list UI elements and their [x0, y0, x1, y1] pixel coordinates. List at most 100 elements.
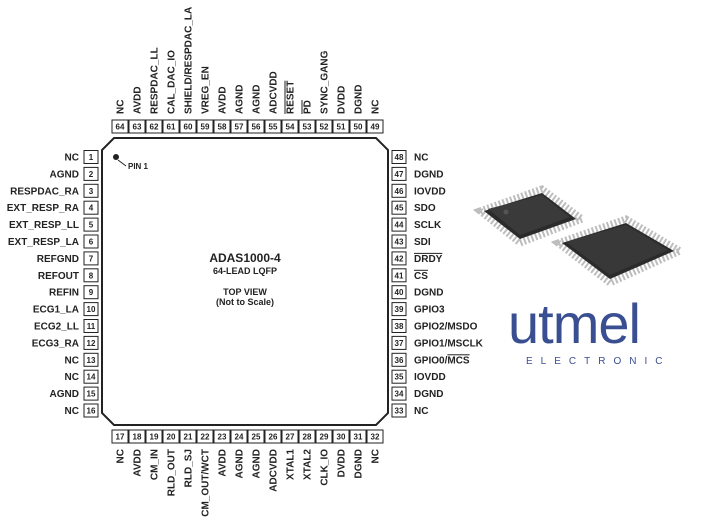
pin-number-57: 57	[235, 123, 244, 132]
pin-number-58: 58	[218, 123, 227, 132]
pin-number-41: 41	[395, 271, 404, 280]
pin-number-52: 52	[320, 123, 329, 132]
pin-box-25	[247, 429, 265, 444]
pin-number-40: 40	[395, 288, 404, 297]
pin-number-64: 64	[116, 123, 125, 132]
pin-box-49	[366, 119, 384, 134]
pin-box-55	[264, 119, 282, 134]
pin-number-48: 48	[395, 153, 404, 162]
part-number: ADAS1000-4	[209, 251, 281, 265]
pin-group: 1NC2AGND3RESPDAC_RA4EXT_RESP_RA5EXT_RESP…	[7, 7, 484, 517]
pin-box-32	[366, 429, 384, 444]
pin-box-36	[391, 352, 407, 367]
pin-number-61: 61	[167, 123, 176, 132]
pin-number-51: 51	[337, 123, 346, 132]
pin-label-32: NC	[371, 449, 382, 463]
pin-box-38	[391, 319, 407, 333]
pin-label-63: AVDD	[133, 86, 144, 114]
pin-number-35: 35	[395, 373, 404, 382]
pin-label-61: CAL_DAC_IO	[167, 50, 178, 114]
pin-number-10: 10	[87, 305, 96, 314]
pin-box-48	[391, 150, 407, 164]
pin-number-54: 54	[286, 123, 295, 132]
pin-number-55: 55	[269, 123, 278, 132]
pin-number-4: 4	[89, 204, 94, 213]
pin-number-3: 3	[89, 187, 94, 196]
pin-label-33: NC	[414, 406, 428, 417]
pin1-leader	[117, 159, 127, 167]
pin-number-60: 60	[184, 123, 193, 132]
pin-number-5: 5	[89, 221, 94, 230]
pin-box-19	[145, 429, 163, 444]
pin-label-17: NC	[116, 449, 127, 463]
pin-number-49: 49	[371, 123, 380, 132]
brand-name: utmel	[508, 292, 641, 355]
pin-box-6	[83, 234, 99, 249]
pin-label-9: REFIN	[49, 288, 79, 299]
pin-label-3: RESPDAC_RA	[10, 186, 79, 197]
pin-number-45: 45	[395, 204, 404, 213]
pin-box-13	[83, 352, 99, 367]
pin-number-11: 11	[87, 322, 96, 331]
pin-label-26: ADCVDD	[269, 449, 280, 492]
pin-label-13: NC	[65, 355, 79, 366]
chip-outline	[101, 137, 389, 426]
pin-box-33	[391, 403, 407, 418]
pin-number-46: 46	[395, 187, 404, 196]
pin-label-60: SHIELD/RESPDAC_LA	[184, 7, 195, 114]
pin-box-4	[83, 200, 99, 215]
pin-label-54: RESET	[286, 81, 297, 114]
pin-box-56	[247, 119, 265, 134]
pin-number-13: 13	[87, 356, 96, 365]
pin-number-18: 18	[133, 433, 142, 442]
pin-box-20	[162, 429, 180, 444]
pin-box-23	[213, 429, 231, 444]
pin-box-9	[83, 285, 99, 300]
pin-box-11	[83, 319, 99, 333]
pin-label-58: AVDD	[218, 86, 229, 114]
pin-label-47: DGND	[414, 169, 443, 180]
pin-label-57: AGND	[235, 85, 246, 114]
pin-label-7: REFGND	[37, 254, 79, 265]
pin-box-34	[391, 386, 407, 401]
pin-box-5	[83, 217, 99, 232]
pin-box-62	[145, 119, 163, 134]
pin-box-26	[264, 429, 282, 444]
pin-box-14	[83, 369, 99, 384]
pin-label-24: AGND	[235, 449, 246, 478]
pin-label-14: NC	[65, 372, 79, 383]
pin-number-22: 22	[201, 433, 210, 442]
pin-box-50	[349, 119, 367, 134]
pin-number-50: 50	[354, 123, 363, 132]
pin-label-52: SYNC_GANG	[320, 50, 331, 114]
pin-number-62: 62	[150, 123, 159, 132]
pin-label-12: ECG3_RA	[32, 338, 79, 349]
pin-box-28	[298, 429, 316, 444]
pin-box-42	[391, 251, 407, 266]
pin-label-8: REFOUT	[38, 271, 79, 282]
pin-label-20: RLD_OUT	[167, 449, 178, 496]
pin-box-29	[315, 429, 333, 444]
pin-number-34: 34	[395, 390, 404, 399]
pin-number-63: 63	[133, 123, 142, 132]
pin-label-36: GPIO0/MCS	[414, 355, 470, 366]
pin-label-18: AVDD	[133, 449, 144, 477]
pin-box-37	[391, 335, 407, 350]
pin-label-49: NC	[371, 100, 382, 114]
pin-box-16	[83, 403, 99, 418]
pin-box-40	[391, 285, 407, 300]
pin-box-58	[213, 119, 231, 134]
pin-box-52	[315, 119, 333, 134]
pin-label-37: GPIO1/MSCLK	[414, 338, 484, 349]
pin-box-59	[196, 119, 214, 134]
pin-box-61	[162, 119, 180, 134]
pin-number-32: 32	[371, 433, 380, 442]
pin-label-4: EXT_RESP_RA	[7, 203, 79, 214]
pin-label-45: SDO	[414, 203, 436, 214]
pin-label-46: IOVDD	[414, 186, 446, 197]
pin-label-1: NC	[65, 153, 79, 164]
pin-label-2: AGND	[50, 169, 79, 180]
chip-photo-right	[550, 215, 688, 288]
pin-box-51	[332, 119, 350, 134]
